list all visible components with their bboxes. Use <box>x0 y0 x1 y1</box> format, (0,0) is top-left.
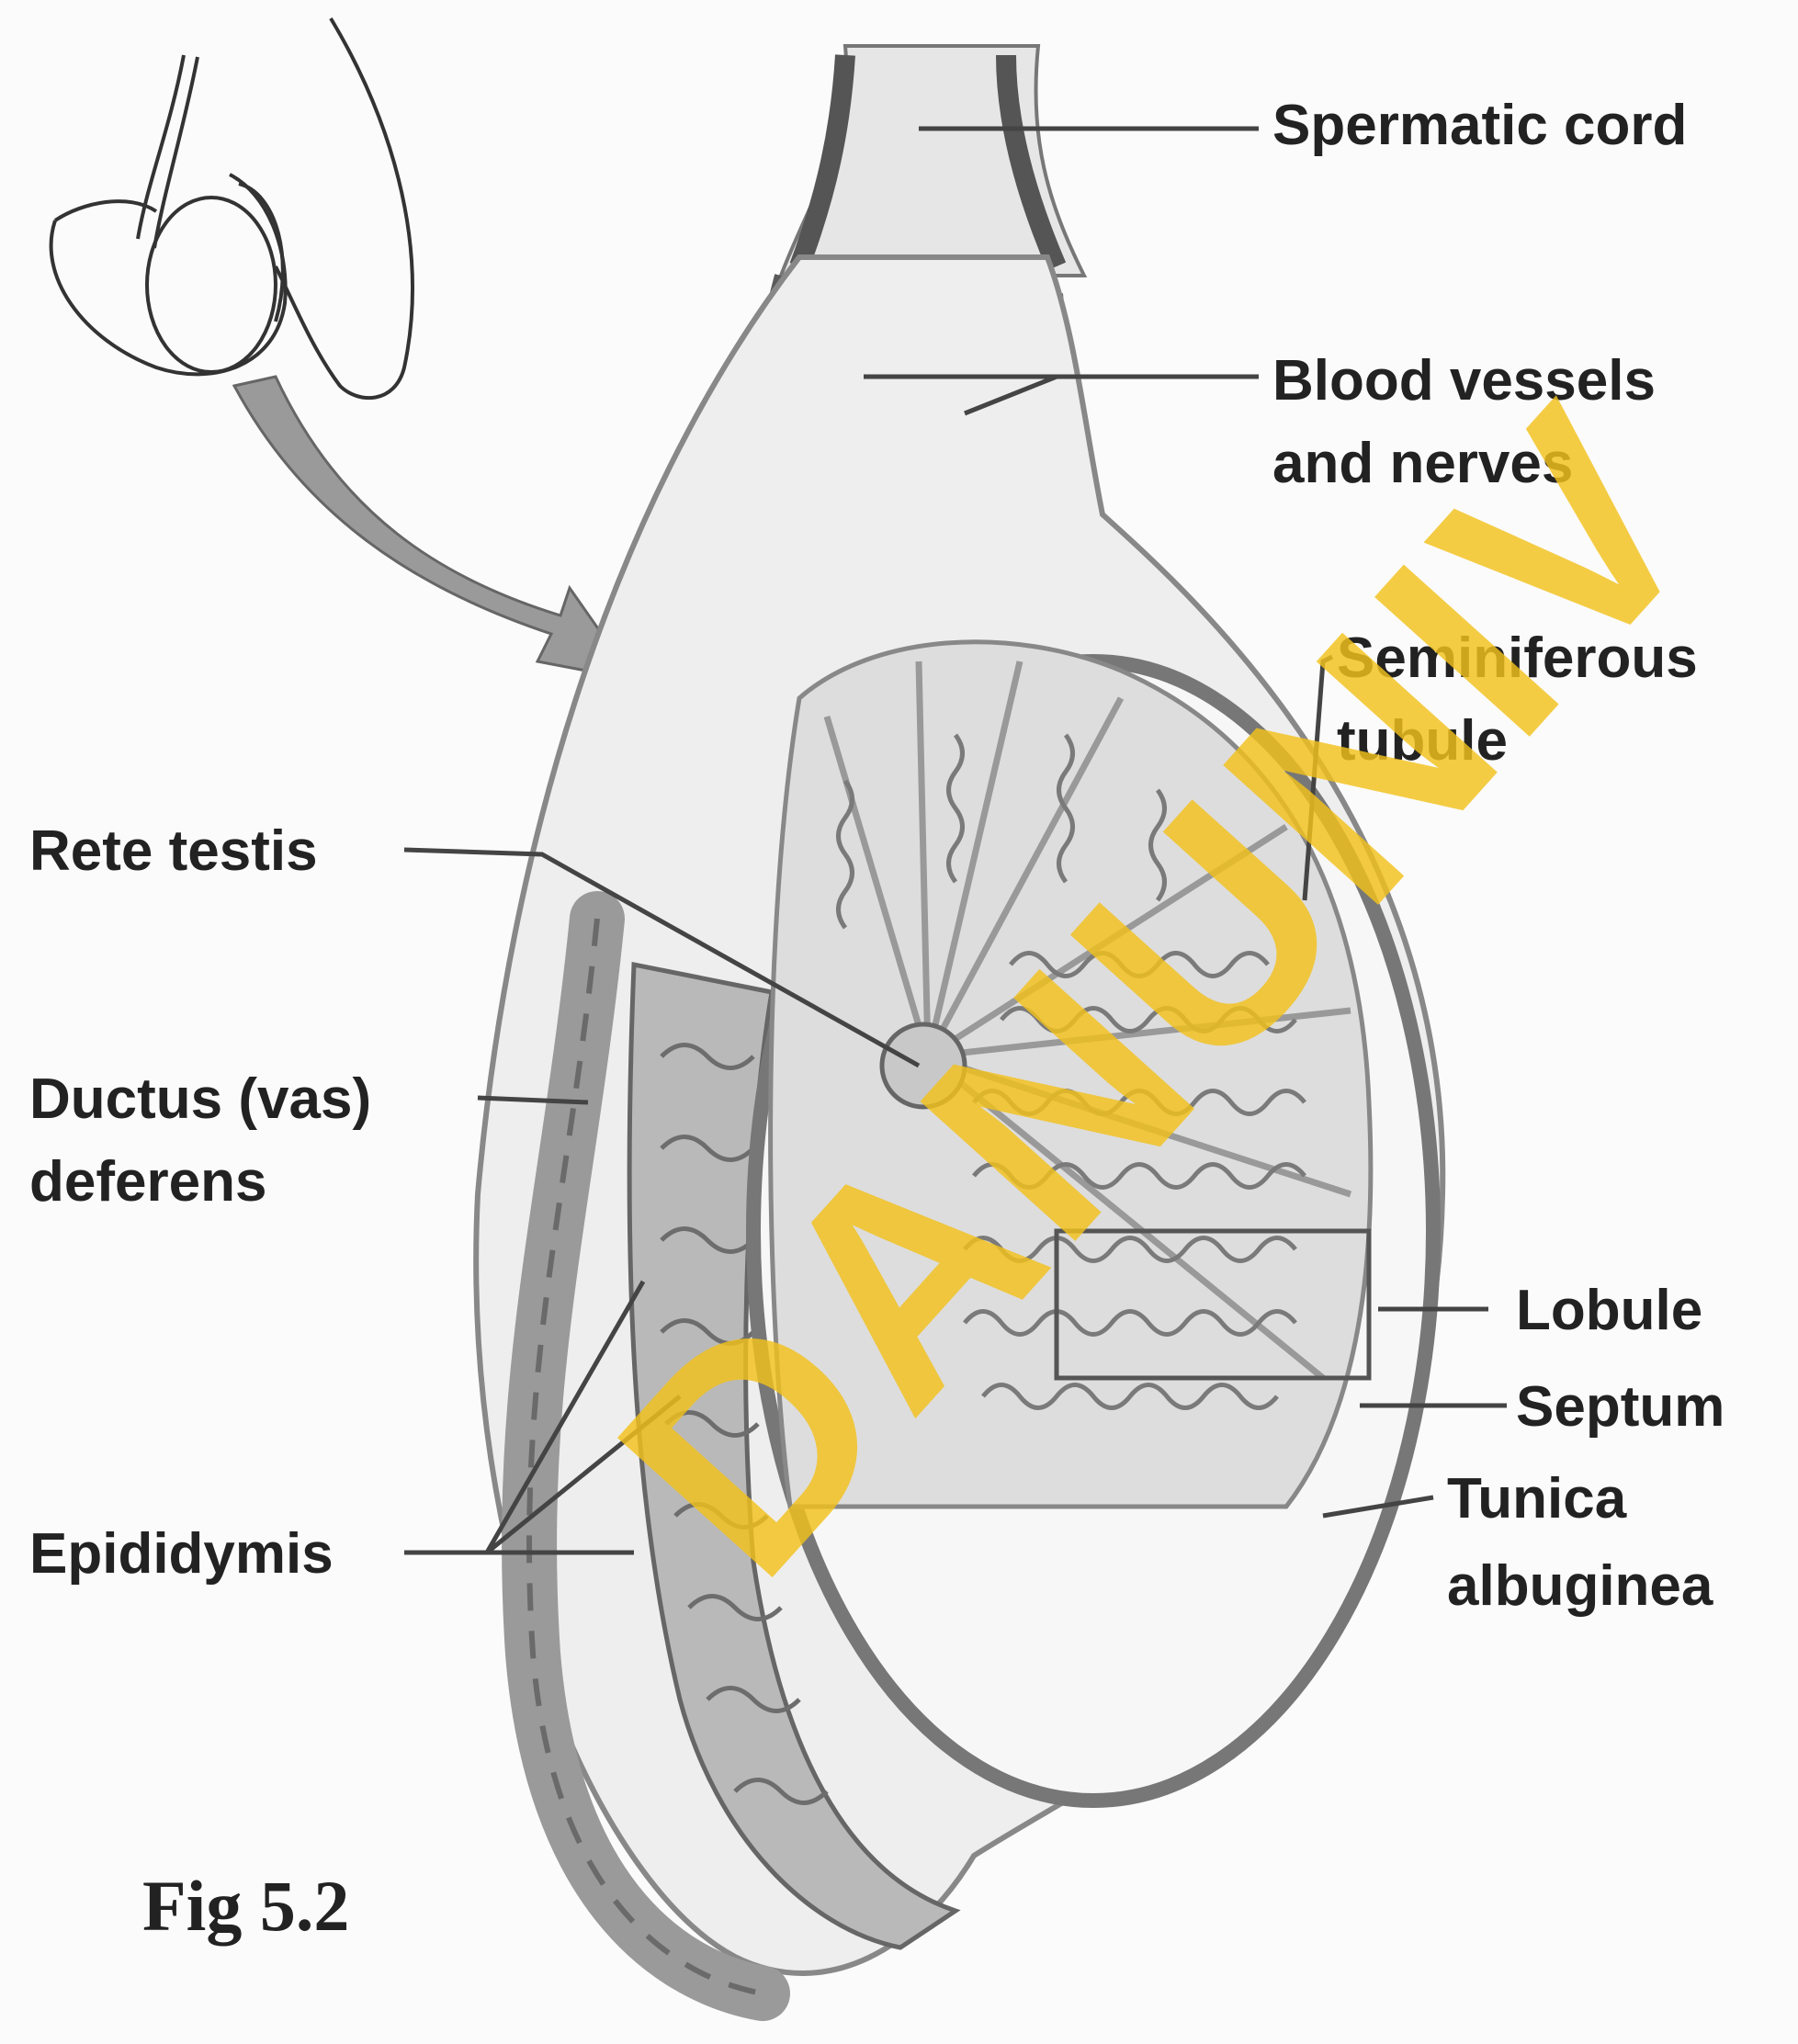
label-lobule: Lobule <box>1516 1277 1702 1345</box>
label-ductus-line-2: deferens <box>29 1148 266 1216</box>
figure-caption: Fig 5.2 <box>142 1865 349 1948</box>
spermatic-cord <box>781 46 1084 276</box>
label-epididymis: Epididymis <box>29 1520 334 1588</box>
label-rete-testis: Rete testis <box>29 818 318 886</box>
arrow-icon <box>234 377 634 680</box>
label-spermatic-cord: Spermatic cord <box>1272 92 1687 160</box>
label-tunica-line-1: Tunica <box>1447 1465 1626 1533</box>
label-septum: Septum <box>1516 1373 1724 1441</box>
label-tunica-line-2: albuginea <box>1447 1553 1713 1621</box>
label-ductus-line-1: Ductus (vas) <box>29 1066 371 1134</box>
inset-body-outline <box>51 18 413 398</box>
